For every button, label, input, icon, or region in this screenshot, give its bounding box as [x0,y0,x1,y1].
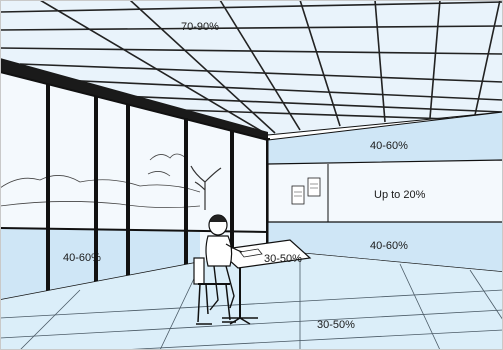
desk-reflectance-label: 30-50% [264,253,302,265]
right-wall-upper-reflectance-label: 40-60% [370,140,408,152]
left-wall-lower-reflectance-label: 40-60% [63,252,101,264]
ceiling-reflectance-label: 70-90% [181,21,219,33]
right-wall-lower-reflectance-label: 40-60% [370,240,408,252]
floor-reflectance-label: 30-50% [317,319,355,331]
window-reflectance-label: Up to 20% [374,189,426,201]
